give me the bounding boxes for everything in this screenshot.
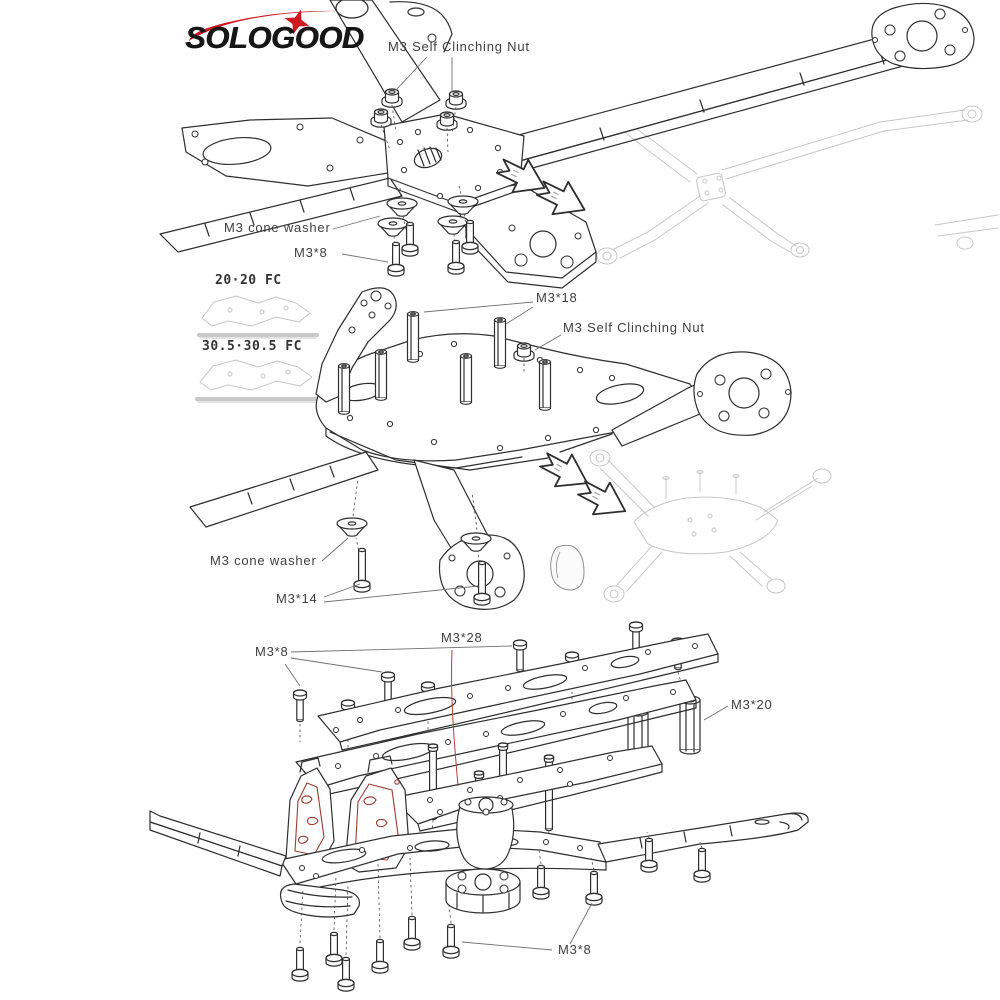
step1-leader-lines — [332, 56, 453, 263]
label-step1-m3x8: M3*8 — [294, 245, 328, 260]
step2-leader-lines — [321, 301, 562, 603]
badge-fc-30-5x30-5: 30.5·30.5 FC — [202, 338, 302, 355]
step3-leader-lines — [284, 645, 729, 951]
brand-name: SoloGood — [185, 20, 364, 56]
label-step2-m3x18: M3*18 — [536, 290, 578, 305]
fc-mount-sketches — [195, 295, 321, 403]
step1-result-frame-faint — [596, 105, 999, 265]
step2-exploded-frame — [189, 287, 792, 610]
cone-washer — [336, 517, 368, 537]
m3x18-standoff — [337, 363, 351, 415]
self-clinching-nut — [381, 88, 403, 108]
cone-washer — [386, 197, 418, 217]
label-step1-self-clinching-nut: M3 Self Clinching Nut — [388, 39, 530, 54]
swoosh-shape — [189, 10, 337, 41]
label-step3-m3x20: M3*20 — [731, 697, 773, 712]
label-step3-m3x28: M3*28 — [441, 630, 483, 645]
label-step2-self-clinching-nut: M3 Self Clinching Nut — [563, 320, 705, 335]
label-step3-m3x8-top: M3*8 — [255, 644, 289, 659]
sparkle-star-icon — [284, 9, 310, 35]
step2-assemble-arrows — [534, 443, 635, 528]
label-step1-cone-washer: M3 cone washer — [224, 220, 331, 235]
label-step2-m3x14: M3*14 — [276, 591, 318, 606]
logo-swoosh-icon — [189, 9, 337, 41]
arrow-icon — [534, 443, 597, 500]
m3x8-screw — [292, 689, 308, 723]
brand-name-part2: Good — [270, 20, 364, 55]
brand-logo: SoloGood — [183, 4, 403, 68]
label-step3-m3x8-bottom: M3*8 — [558, 942, 592, 957]
badge-fc-20x20: 20·20 FC — [215, 272, 282, 289]
m3x8-screw — [291, 946, 309, 982]
step2-result-frame-faint — [550, 449, 832, 603]
brand-name-part1: Solo — [185, 20, 271, 55]
step3-exploded-stack — [149, 621, 809, 992]
label-step2-cone-washer: M3 cone washer — [210, 553, 317, 568]
